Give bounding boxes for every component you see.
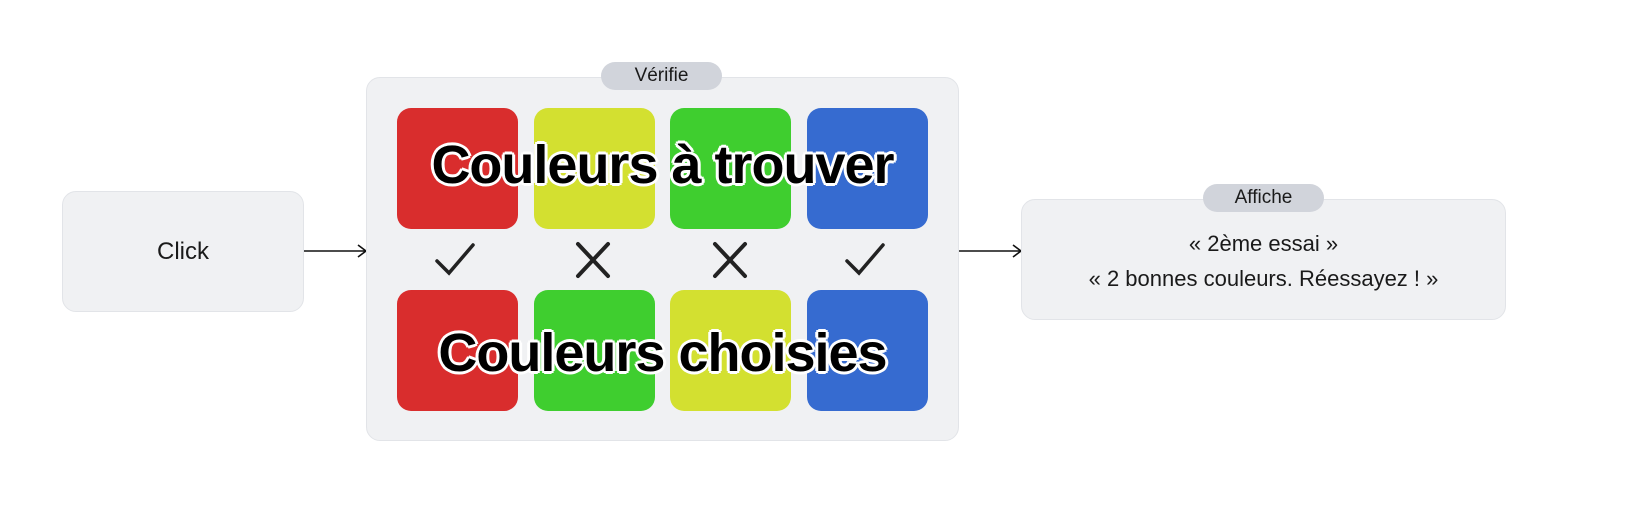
arrow-icon	[959, 244, 1023, 258]
click-node: Click	[62, 191, 304, 312]
chosen-color-2	[534, 290, 655, 411]
target-colors-title: Couleurs à trouver	[431, 135, 894, 195]
target-color-4	[807, 108, 928, 229]
check-icon	[845, 243, 885, 276]
verify-label: Vérifie	[601, 62, 722, 90]
display-node: « 2ème essai » « 2 bonnes couleurs. Rées…	[1021, 199, 1506, 320]
target-color-1	[397, 108, 518, 229]
chosen-color-1	[397, 290, 518, 411]
display-label: Affiche	[1203, 184, 1324, 212]
verify-node: Couleurs à trouver Couleurs choisies	[366, 77, 959, 441]
check-icon	[435, 243, 475, 276]
cross-icon	[713, 242, 747, 278]
chosen-color-4	[807, 290, 928, 411]
cross-icon	[576, 242, 610, 278]
click-label: Click	[157, 238, 209, 265]
target-color-2	[534, 108, 655, 229]
message-line-1: « 2ème essai »	[1188, 231, 1339, 256]
target-color-3	[670, 108, 791, 229]
chosen-colors-title: Couleurs choisies	[438, 323, 887, 383]
message-line-2: « 2 bonnes couleurs. Réessayez ! »	[1088, 266, 1439, 291]
chosen-color-3	[670, 290, 791, 411]
arrow-icon	[304, 244, 368, 258]
